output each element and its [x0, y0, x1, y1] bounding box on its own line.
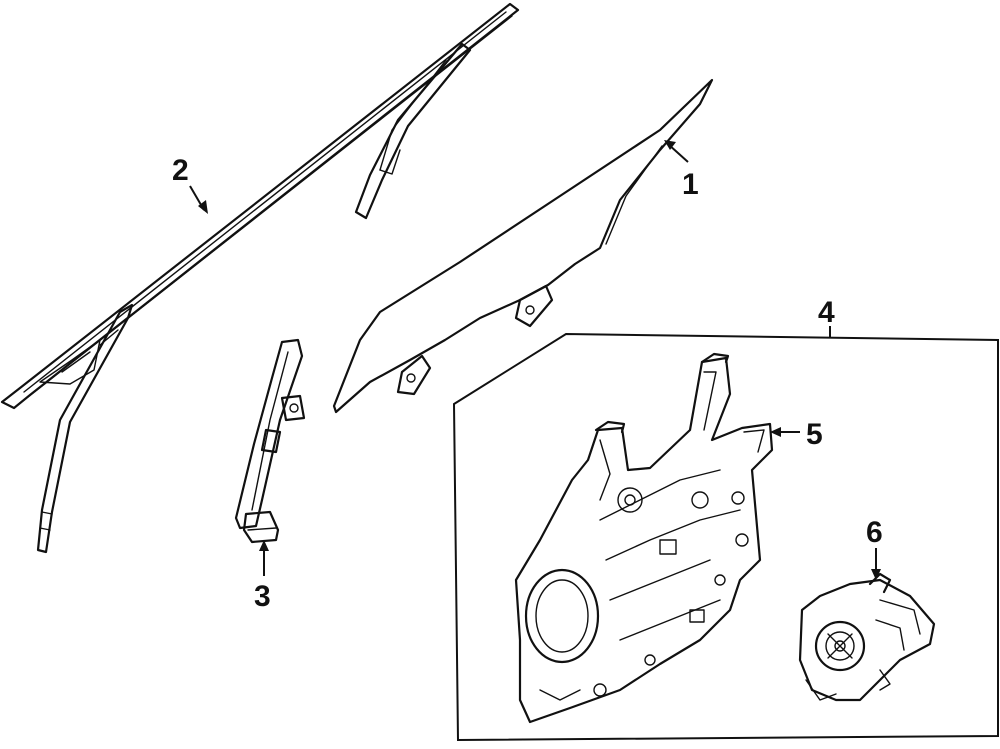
callout-3: 3 — [254, 580, 271, 613]
regulator-motor-icon — [798, 572, 936, 702]
leader-1-arrow — [664, 140, 676, 150]
window-regulator-assembly-box — [452, 326, 999, 742]
glass-run-channel-icon — [0, 2, 520, 554]
callout-5: 5 — [806, 418, 823, 451]
callout-6: 6 — [866, 516, 883, 549]
door-glass-icon — [332, 78, 714, 414]
callout-2: 2 — [172, 154, 189, 187]
rear-guide-channel-icon — [234, 338, 306, 544]
callout-4: 4 — [818, 296, 835, 329]
window-regulator-icon — [514, 352, 774, 724]
leader-3-arrow — [259, 540, 269, 551]
leader-6-arrow — [871, 569, 881, 580]
leader-2-arrow — [198, 200, 208, 214]
callout-1: 1 — [682, 168, 699, 201]
leader-5-arrow — [770, 427, 781, 437]
